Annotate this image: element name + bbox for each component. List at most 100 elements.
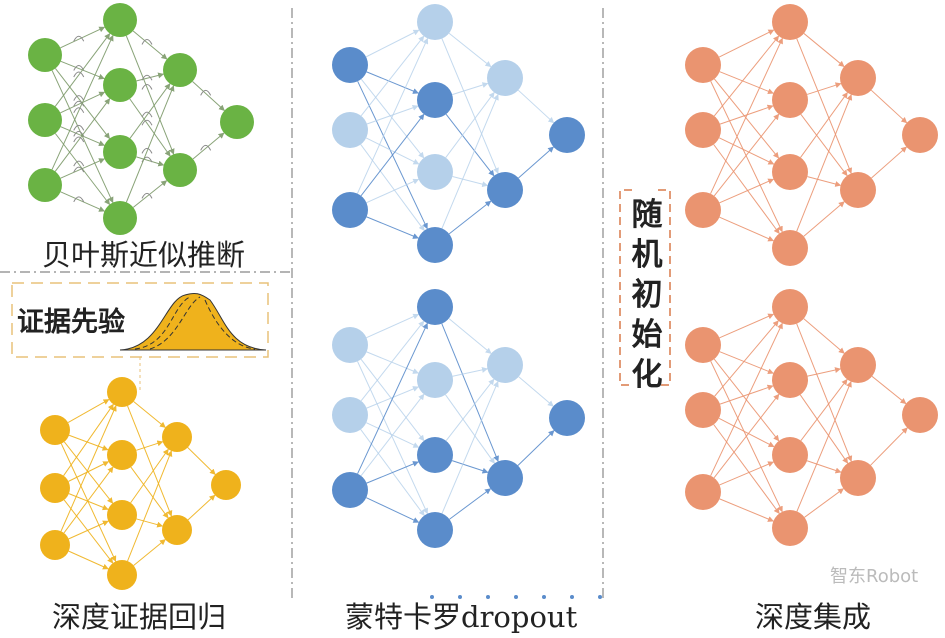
evidential-network-edge (68, 461, 110, 482)
ensemble-network-1-node (840, 60, 876, 96)
mc-dropout-network-1-edge (366, 216, 419, 239)
bayesian-network-edge (192, 81, 225, 111)
ensemble-network-2-edge (718, 417, 775, 448)
mc-dropout-network-1-edge (360, 113, 425, 197)
ensemble-network-2-edge (719, 498, 774, 522)
dot-decoration (598, 595, 602, 599)
ensemble-network-1-edge (713, 35, 780, 117)
ensemble-network-1-edge (803, 33, 845, 67)
evidential-network-edge (133, 401, 166, 428)
ensemble-network-1-node (772, 230, 808, 266)
bayesian-network-node (28, 38, 62, 72)
ensemble-network-2-edge (799, 394, 849, 464)
ensemble-network-2-node (685, 474, 721, 510)
bayesian-network-edge (60, 26, 106, 49)
bayesian-network-edge (60, 158, 105, 179)
ensemble-network-1-edge (796, 38, 853, 174)
evidential-network-node (162, 422, 192, 452)
evidential-network-edge (136, 518, 164, 528)
bayesian-network-node (103, 201, 137, 235)
ensemble-network-2-edge (804, 488, 844, 518)
mc-dropout-network-1-edge (445, 91, 495, 158)
ensemble-network-2-edge (713, 424, 780, 514)
bayesian-network-edge (60, 191, 105, 212)
ensemble-network-1-edge (803, 201, 845, 237)
evidential-network-edge (187, 494, 216, 521)
bayesian-network-node (163, 153, 197, 187)
bayesian-network-node (103, 3, 137, 37)
bayesian-network-edge (129, 98, 171, 157)
mc-dropout-network-1-node (417, 82, 453, 118)
weight-distribution-icon (141, 147, 153, 154)
mc-dropout-network-1-edge (518, 146, 554, 179)
ensemble-network-1-edge (719, 216, 775, 242)
ensemble-network-2-edge (803, 318, 845, 354)
ensemble-network-2-node (772, 437, 808, 473)
ensemble-network-1-edge (713, 144, 780, 234)
evidential-network-node (107, 560, 137, 590)
bayesian-network-edge (129, 83, 171, 139)
weight-distribution-icon (141, 111, 153, 118)
mc-dropout-network-1-edge (452, 82, 489, 96)
mc-dropout-network-2-node (487, 347, 523, 383)
mc-dropout-network-2-edge (445, 378, 495, 442)
weight-distribution-icon (141, 39, 153, 45)
label-ensemble: 深度集成 (755, 600, 872, 634)
evidential-network-edge (130, 466, 169, 519)
mc-dropout-network-1-node (549, 117, 585, 153)
dot-decoration (430, 595, 434, 599)
weight-distribution-icon (73, 107, 85, 113)
ensemble-network-1-edge (713, 113, 780, 197)
mc-dropout-network-1-edge (366, 71, 419, 94)
ensemble-network-2-node (840, 460, 876, 496)
evidential-network-edge (68, 434, 109, 451)
weight-distribution-icon (141, 74, 153, 81)
mc-dropout-network-2-node (332, 327, 368, 363)
weight-distribution-icon (141, 119, 153, 126)
mc-dropout-network-1-node (332, 192, 368, 228)
bayesian-network-node (220, 105, 254, 139)
ensemble-network-1-edge (800, 114, 848, 177)
weight-distribution-icon (141, 84, 153, 90)
mc-dropout-network-1-edge (441, 94, 499, 229)
weight-distribution-icon (73, 35, 85, 42)
mc-dropout-network-2-node (332, 397, 368, 433)
ensemble-network-1-edge (719, 71, 774, 95)
dot-decoration (542, 595, 546, 599)
mc-dropout-network-1-edge (441, 38, 499, 174)
evidential-network-node (40, 530, 70, 560)
evidential-network-edge (130, 448, 169, 504)
evidential-network-edge (68, 493, 109, 511)
label-bayes: 贝叶斯近似推断 (42, 238, 246, 272)
weight-distribution-icon (141, 192, 153, 199)
ensemble-network-1-edge (806, 82, 842, 95)
ensemble-network-1-edge (871, 146, 907, 179)
ensemble-network-1-edge (718, 137, 775, 165)
ensemble-network-2-edge (719, 384, 774, 405)
ensemble-network-2-node (772, 362, 808, 398)
mc-dropout-network-2-edge (518, 376, 554, 407)
evidential-network-node (40, 473, 70, 503)
mc-dropout-network-2-edge (366, 461, 419, 484)
mc-dropout-network-2-edge (360, 393, 425, 477)
label-evidence-prior: 证据先验 (17, 307, 125, 338)
label-evidential: 深度证据回归 (52, 600, 227, 634)
mc-dropout-network-2-node (417, 362, 453, 398)
mc-dropout-network-1-edge (365, 137, 420, 165)
bayesian-network-edge (192, 132, 225, 160)
evidential-network-edge (60, 405, 117, 532)
bayesian-network-node (28, 103, 62, 137)
mc-dropout-network-2-edge (357, 322, 428, 474)
mc-dropout-network-2-edge (445, 394, 495, 464)
ensemble-network-2-edge (870, 427, 908, 466)
dot-decoration (486, 595, 490, 599)
ensemble-network-2-edge (807, 367, 842, 377)
ensemble-network-1-edge (710, 37, 783, 194)
mc-dropout-network-2-edge (357, 361, 428, 515)
ensemble-network-2-node (685, 392, 721, 428)
mc-dropout-network-2-node (487, 460, 523, 496)
bayesian-network-edge (54, 33, 111, 107)
ensemble-network-1-edge (719, 178, 775, 204)
evidence-prior-box (11, 282, 269, 358)
